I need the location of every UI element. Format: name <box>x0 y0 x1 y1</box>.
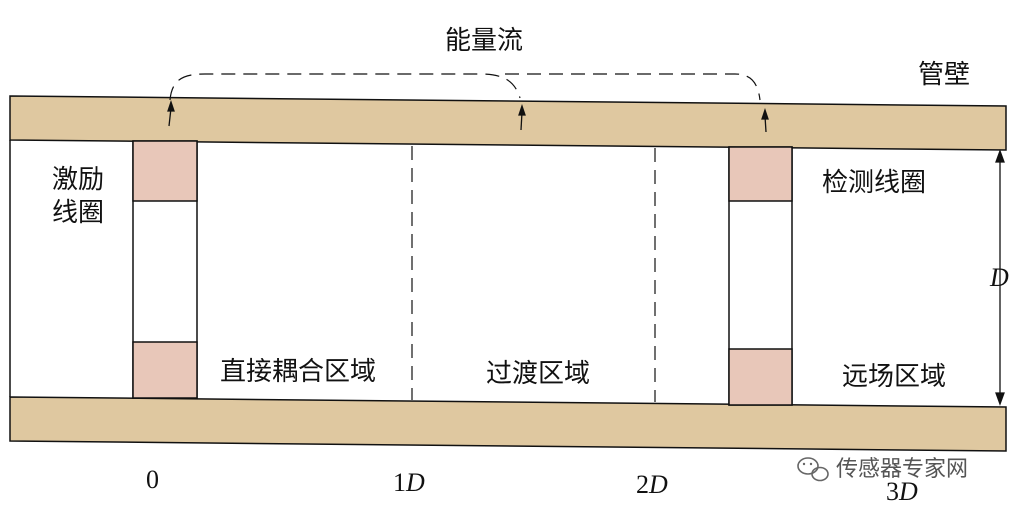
diameter-dimension <box>995 149 1005 406</box>
axis-tick-1d-num: 1 <box>393 468 406 497</box>
excitation-coil-label-line2: 线圈 <box>52 198 104 228</box>
watermark-text: 传感器专家网 <box>836 457 968 482</box>
axis-tick-3d-num: 3 <box>886 477 899 506</box>
far-field-zone-label: 远场区域 <box>842 362 946 392</box>
lower-pipe-wall <box>9 396 1007 452</box>
axis-tick-1d-unit: D <box>405 468 425 497</box>
axis-tick-0: 0 <box>146 465 159 494</box>
energy-flow-label: 能量流 <box>445 26 523 56</box>
transition-zone-label: 过渡区域 <box>486 359 590 389</box>
detection-coil-top-winding <box>728 146 793 202</box>
axis-tick-2d-num: 2 <box>636 470 649 499</box>
axis-tick-2d: 2D <box>636 470 668 499</box>
wechat-icon <box>797 457 829 482</box>
direct-coupling-zone-label: 直接耦合区域 <box>220 357 376 387</box>
detection-coil <box>728 146 793 406</box>
excitation-coil-bottom-winding <box>132 341 198 399</box>
excitation-coil-top-winding <box>132 140 198 202</box>
energy-flow-arrows <box>167 99 769 133</box>
excitation-coil-label-line1: 激励 <box>52 165 104 195</box>
axis-tick-3d: 3D <box>886 477 918 506</box>
axis-tick-3d-unit: D <box>898 477 918 506</box>
detection-coil-bottom-winding <box>728 348 793 406</box>
energy-flow-path <box>169 73 761 101</box>
axis-tick-1d: 1D <box>393 468 425 497</box>
detection-coil-label: 检测线圈 <box>822 168 926 198</box>
excitation-coil <box>132 140 198 399</box>
axis-tick-2d-unit: D <box>648 470 668 499</box>
diameter-label: D <box>989 263 1009 292</box>
pipe-wall-label: 管壁 <box>918 60 970 90</box>
watermark: 传感器专家网 <box>797 457 968 482</box>
upper-pipe-wall <box>9 95 1007 151</box>
